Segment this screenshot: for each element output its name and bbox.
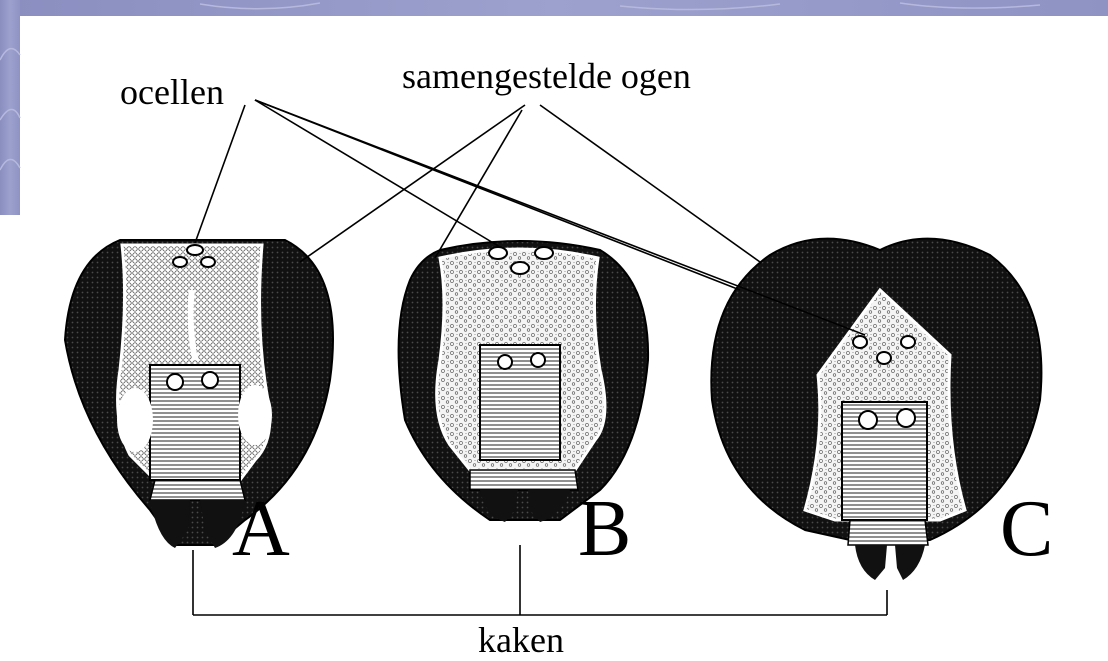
mandible-c <box>855 545 887 580</box>
head-c <box>711 239 1041 580</box>
ocellus-b <box>489 247 507 259</box>
clypeus-a <box>150 365 240 480</box>
ocellus-b <box>511 262 529 274</box>
ocellus-b <box>535 247 553 259</box>
ocellus-c <box>901 336 915 348</box>
mandible-c <box>895 545 925 580</box>
ocellus-a <box>187 245 203 255</box>
mandibles-label: kaken <box>478 620 564 660</box>
compound-eyes-label: samengestelde ogen <box>402 56 691 96</box>
head-letter-a: A <box>232 485 290 573</box>
clypeus-b <box>480 345 560 460</box>
ocellus-c <box>877 352 891 364</box>
ocellus-a <box>173 257 187 267</box>
ocelli-label: ocellen <box>120 72 224 112</box>
head-a <box>65 240 333 548</box>
head-letter-b: B <box>578 485 631 573</box>
head-b <box>399 241 649 522</box>
ocellus-c <box>853 336 867 348</box>
head-letter-c: C <box>1000 485 1053 573</box>
ocellus-a <box>201 257 215 267</box>
